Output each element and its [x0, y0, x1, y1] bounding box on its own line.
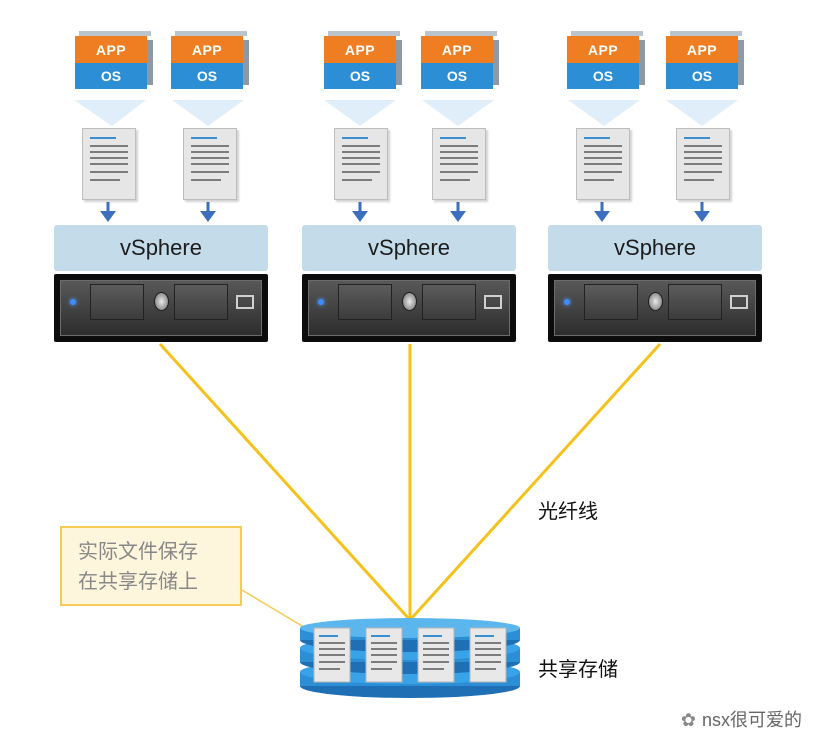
arrows — [100, 202, 710, 222]
vm-os-label: OS — [324, 63, 396, 89]
watermark: ✿nsx很可爱的 — [681, 706, 802, 732]
vm-app-label: APP — [75, 36, 147, 63]
vm-file-icon — [183, 128, 237, 200]
vm-5: APP OS — [567, 31, 645, 89]
vm-app-label: APP — [324, 36, 396, 63]
vm-1: APP OS — [75, 31, 153, 89]
vm-file-icon — [576, 128, 630, 200]
note-line-2: 在共享存储上 — [78, 569, 198, 593]
vsphere-label: vSphere — [548, 225, 762, 271]
vm-app-label: APP — [421, 36, 493, 63]
vm-6: APP OS — [666, 31, 744, 89]
vm-3: APP OS — [324, 31, 402, 89]
vm-projections — [74, 100, 738, 126]
vm-file-icon — [432, 128, 486, 200]
shared-storage-icon — [300, 618, 520, 698]
vm-os-label: OS — [171, 63, 243, 89]
vm-app-label: APP — [666, 36, 738, 63]
vm-file-icon — [334, 128, 388, 200]
vsphere-label: vSphere — [54, 225, 268, 271]
fiber-line-right — [408, 342, 662, 622]
note-line-1: 实际文件保存 — [78, 539, 198, 563]
vm-2: APP OS — [171, 31, 249, 89]
note-connector — [241, 589, 313, 633]
fiber-line-left — [158, 342, 412, 622]
vm-os-label: OS — [421, 63, 493, 89]
wechat-icon: ✿ — [680, 710, 696, 730]
storage-label: 共享存储 — [538, 657, 618, 681]
vm-app-label: APP — [171, 36, 243, 63]
vm-os-label: OS — [567, 63, 639, 89]
note-callout: 实际文件保存 在共享存储上 — [60, 526, 242, 606]
vm-app-label: APP — [567, 36, 639, 63]
server-icon — [54, 274, 268, 342]
server-icon — [548, 274, 762, 342]
fiber-label: 光纤线 — [538, 499, 598, 523]
vm-file-icon — [82, 128, 136, 200]
server-icon — [302, 274, 516, 342]
vm-4: APP OS — [421, 31, 499, 89]
vm-file-icon — [676, 128, 730, 200]
vm-os-label: OS — [666, 63, 738, 89]
vsphere-label: vSphere — [302, 225, 516, 271]
watermark-text: nsx很可爱的 — [701, 710, 802, 730]
vm-os-label: OS — [75, 63, 147, 89]
